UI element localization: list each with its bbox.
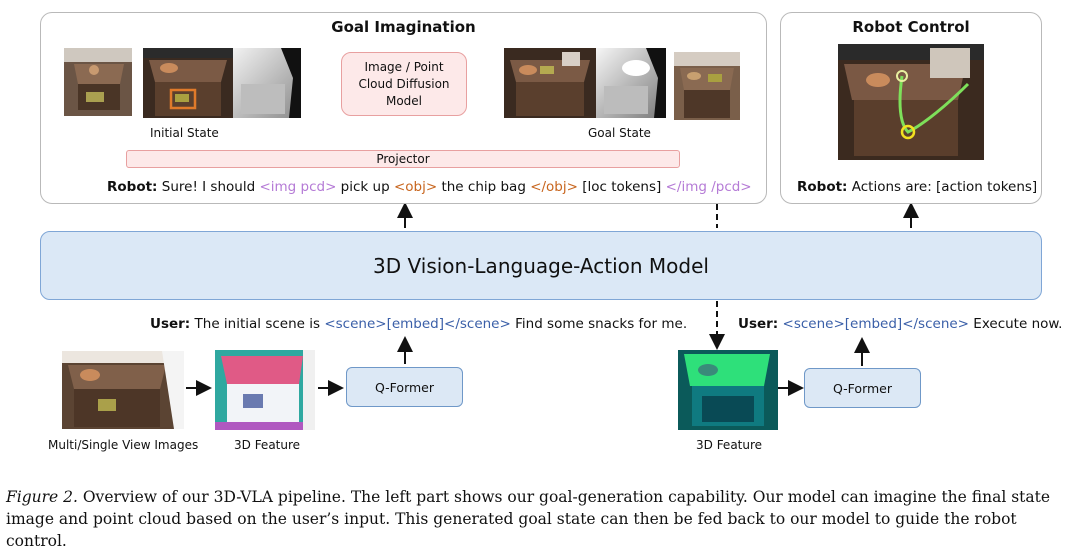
- user-left-prefix: User:: [150, 316, 191, 332]
- token-obj-open: <obj>: [393, 179, 438, 195]
- user-right-scene-token: <scene>[embed]</scene>: [782, 316, 969, 332]
- control-robot-prefix: Robot:: [797, 179, 848, 195]
- qformer-left-label: Q-Former: [374, 379, 434, 395]
- diffusion-model-box: Image / Point Cloud Diffusion Model: [341, 52, 467, 116]
- feature-image-left: [215, 350, 315, 430]
- user-left-text-2: Find some snacks for me.: [510, 316, 688, 332]
- control-robot-response: Robot: Actions are: [action tokens]: [797, 179, 1037, 195]
- goal-state-zoom-image: [674, 52, 740, 120]
- multi-view-label: Multi/Single View Images: [48, 438, 199, 452]
- goal-robot-prefix: Robot:: [107, 179, 158, 195]
- token-img-pcd-close: </img /pcd>: [665, 179, 752, 195]
- figure-number: Figure 2.: [6, 488, 78, 506]
- projector-bar: Projector: [126, 150, 680, 168]
- goal-state-label: Goal State: [588, 126, 651, 140]
- scene-image-small: [64, 48, 132, 116]
- user-left-scene-token: <scene>[embed]</scene>: [324, 316, 511, 332]
- feature-image-right: [678, 350, 778, 430]
- goal-robot-text-1: Sure! I should: [157, 179, 260, 195]
- feature-label-right: 3D Feature: [696, 438, 763, 452]
- feature-label-left: 3D Feature: [234, 438, 301, 452]
- goal-robot-response: Robot: Sure! I should <img pcd> pick up …: [107, 179, 752, 195]
- initial-state-rgb-image: [143, 48, 233, 118]
- qformer-right: Q-Former: [804, 368, 921, 408]
- qformer-left: Q-Former: [346, 367, 463, 407]
- figure-caption-text: Overview of our 3D-VLA pipeline. The lef…: [6, 488, 1051, 550]
- user-right-prefix: User:: [738, 316, 779, 332]
- vla-model-label: 3D Vision-Language-Action Model: [373, 253, 709, 278]
- user-left-text-1: The initial scene is: [190, 316, 325, 332]
- user-prompt-right: User: <scene>[embed]</scene> Execute now…: [738, 316, 1062, 332]
- control-panel-title: Robot Control: [852, 18, 970, 36]
- goal-state-rgb-image: [504, 48, 596, 118]
- goal-robot-text-4: [loc tokens]: [577, 179, 666, 195]
- multi-view-image: [62, 351, 184, 429]
- qformer-right-label: Q-Former: [832, 380, 892, 396]
- goal-robot-text-3: the chip bag: [437, 179, 531, 195]
- token-obj-close: </obj>: [530, 179, 578, 195]
- control-robot-text: Actions are: [action tokens]: [847, 179, 1038, 195]
- goal-state-depth-image: [596, 48, 666, 118]
- goal-robot-text-2: pick up: [336, 179, 394, 195]
- initial-state-depth-image: [233, 48, 301, 118]
- figure-caption: Figure 2. Overview of our 3D-VLA pipelin…: [6, 486, 1074, 552]
- token-img-pcd-open: <img pcd>: [259, 179, 337, 195]
- projector-label: Projector: [376, 152, 430, 166]
- robot-trajectory-image: [838, 44, 984, 160]
- user-prompt-left: User: The initial scene is <scene>[embed…: [150, 316, 687, 332]
- diffusion-model-label: Image / Point Cloud Diffusion Model: [358, 59, 450, 108]
- goal-panel-title: Goal Imagination: [331, 18, 476, 36]
- initial-state-label: Initial State: [150, 126, 219, 140]
- vla-model-bar: 3D Vision-Language-Action Model: [40, 231, 1042, 300]
- user-right-text-2: Execute now.: [969, 316, 1063, 332]
